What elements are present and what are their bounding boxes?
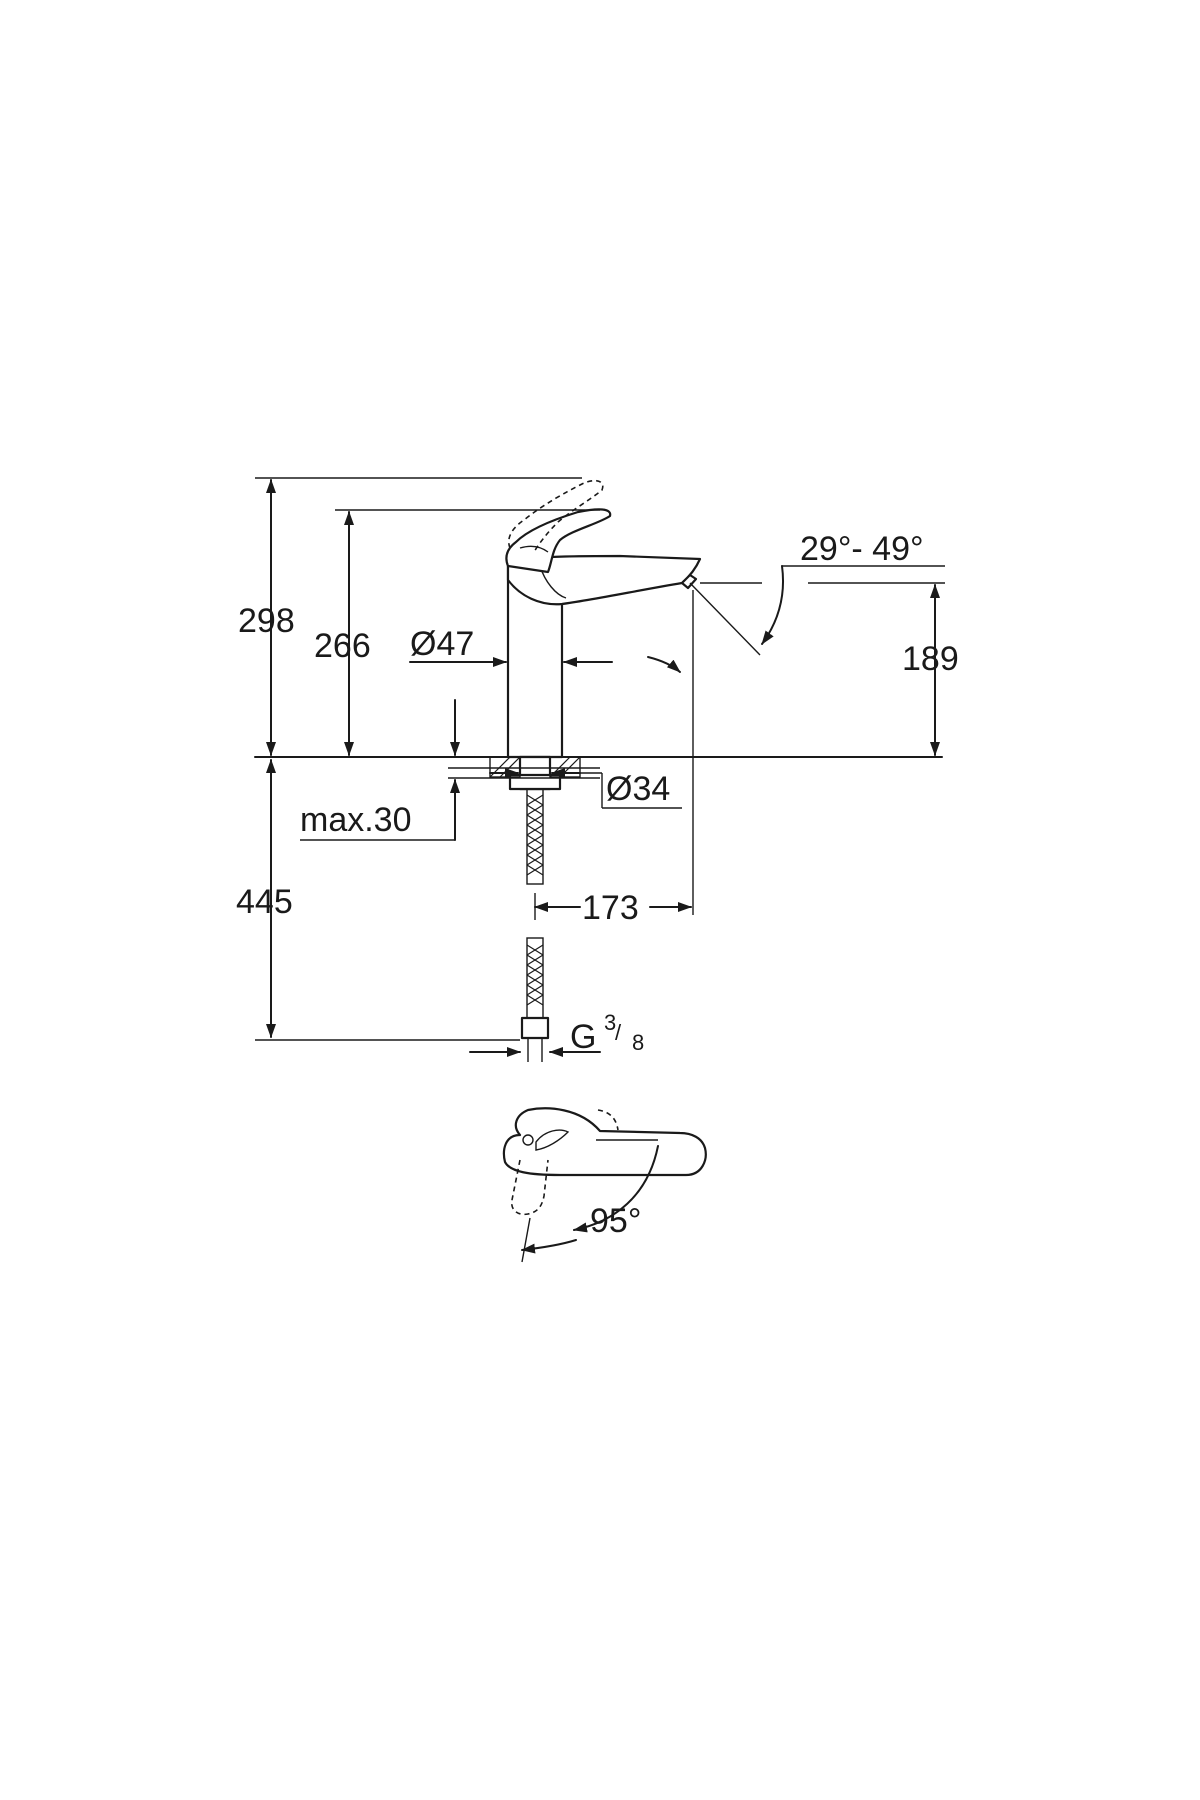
dim-thread-prefix: G [570, 1018, 596, 1056]
supply-hose-lower [520, 937, 550, 1062]
dim-298-label: 298 [238, 602, 295, 640]
dimension-total-height: 298 [238, 477, 582, 756]
dimension-spout-angle: 29°- 49° [647, 530, 945, 673]
dimension-body-diameter: Ø47 [409, 625, 613, 667]
dim-angle-label: 29°- 49° [800, 530, 924, 568]
dimension-spout-reach: 173 [534, 889, 692, 927]
dimension-thread: G 3 / 8 [469, 1010, 644, 1057]
dimension-shank-diameter: Ø34 [489, 768, 682, 809]
dim-d34-label: Ø34 [606, 770, 670, 808]
dim-thread-num: 3 [604, 1010, 616, 1035]
dim-d47-label: Ø47 [410, 625, 474, 663]
dim-173-label: 173 [582, 889, 639, 927]
dimension-hose-length: 445 [236, 759, 520, 1041]
dim-266-label: 266 [314, 627, 371, 665]
dim-thread-den: 8 [632, 1030, 644, 1055]
faucet-top-view: 95° [502, 1107, 707, 1263]
handle-raised-outline [508, 479, 604, 553]
supply-hose-upper [526, 788, 544, 885]
dim-max30-label: max.30 [300, 801, 412, 839]
dimension-max-deck: max.30 [300, 699, 460, 841]
dim-95-label: 95° [590, 1202, 641, 1240]
dim-445-label: 445 [236, 883, 293, 921]
dim-189-label: 189 [902, 640, 959, 678]
dimension-spout-height: 189 [902, 584, 959, 756]
faucet-body [505, 508, 702, 759]
thread-fraction-slash: / [615, 1020, 622, 1045]
dimension-handle-height: 266 [314, 509, 600, 756]
